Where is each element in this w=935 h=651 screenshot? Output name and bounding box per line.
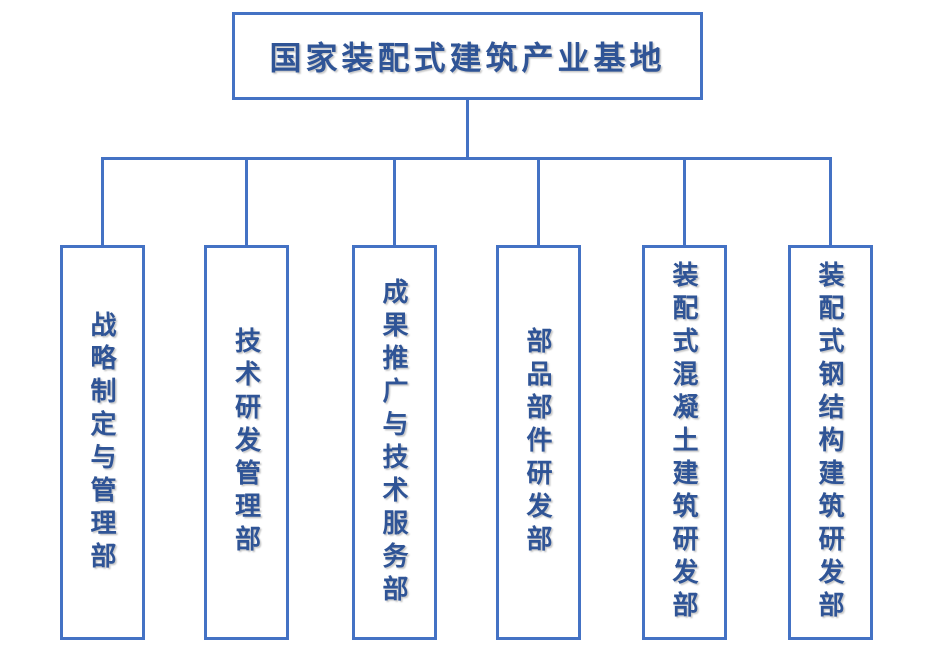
dept-box-steel-structure-rd: 装配式钢结构建筑研发部 — [787, 245, 873, 640]
dept-label: 成果推广与技术服务部 — [379, 277, 409, 608]
connector-drop-1 — [100, 157, 104, 246]
dept-label: 技术研发管理部 — [231, 327, 262, 558]
dept-box-strategy-management: 战略制定与管理部 — [59, 245, 145, 640]
dept-label: 装配式钢结构建筑研发部 — [815, 261, 845, 624]
connector-root-stem — [466, 99, 469, 157]
connector-drop-4 — [536, 157, 540, 246]
connector-drop-2 — [245, 157, 248, 246]
dept-box-tech-rd-management: 技术研发管理部 — [204, 245, 289, 640]
connector-drop-6 — [828, 157, 832, 246]
dept-label: 战略制定与管理部 — [87, 310, 117, 575]
root-label: 国家装配式建筑产业基地 — [269, 40, 666, 76]
root-box: 国家装配式建筑产业基地 — [232, 12, 703, 100]
connector-horizontal-bus — [100, 157, 832, 160]
dept-box-precast-concrete-rd: 装配式混凝土建筑研发部 — [641, 245, 727, 640]
dept-label: 部品部件研发部 — [523, 327, 553, 558]
dept-label: 装配式混凝土建筑研发部 — [669, 261, 699, 624]
connector-drop-5 — [682, 157, 686, 246]
dept-box-parts-components-rd: 部品部件研发部 — [495, 245, 581, 640]
dept-box-promotion-tech-service: 成果推广与技术服务部 — [351, 245, 437, 640]
connector-drop-3 — [392, 157, 396, 246]
